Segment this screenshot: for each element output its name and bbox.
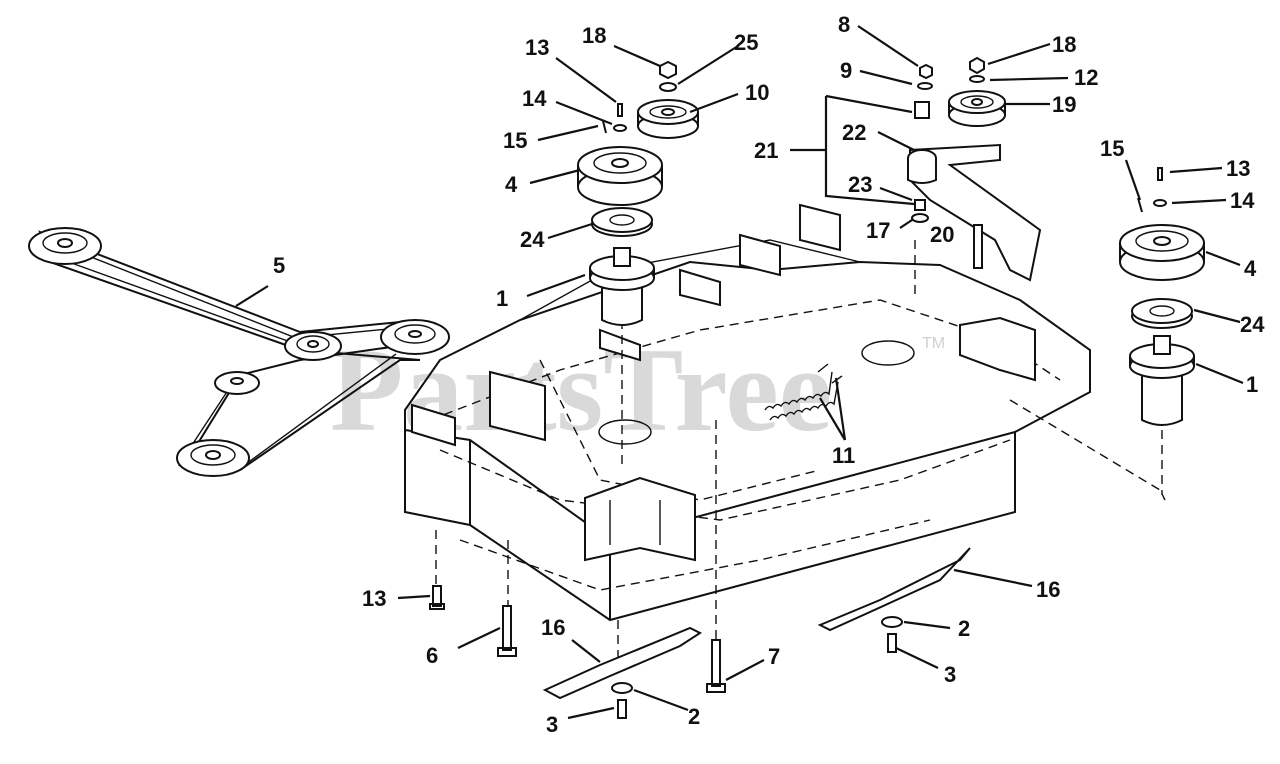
watermark-tm: TM	[922, 335, 945, 352]
spindle-hole-left	[598, 419, 652, 445]
spindle-housing-1-right	[1129, 335, 1195, 426]
callout-21: 21	[754, 138, 778, 163]
callout-18-left: 18	[582, 23, 606, 48]
leader-lines	[235, 25, 1244, 720]
callout-20: 20	[930, 222, 954, 247]
spacer-24-left	[591, 207, 653, 237]
bolt-3-right	[887, 633, 897, 653]
washer-2-left	[611, 682, 633, 694]
pulley-small-middle	[214, 371, 260, 395]
right-spindle-stack	[1119, 167, 1205, 426]
callout-2-left: 2	[688, 704, 700, 729]
bolt-13-right	[1157, 167, 1163, 181]
callout-4-right: 4	[1244, 256, 1257, 281]
callout-9: 9	[840, 58, 852, 83]
spindle-housing-1-left	[589, 247, 655, 326]
callout-1-right: 1	[1246, 372, 1258, 397]
idler-pulley-19	[948, 90, 1006, 127]
nut-18-left	[659, 60, 677, 80]
washer-9	[917, 82, 933, 90]
callout-3-left: 3	[546, 712, 558, 737]
bushing-21-top	[914, 101, 930, 119]
washer-14-right	[1153, 199, 1167, 207]
callout-1-left: 1	[496, 286, 508, 311]
key-15-right	[1137, 197, 1143, 213]
nut-8	[919, 63, 933, 80]
callout-13-right: 13	[1226, 156, 1250, 181]
drive-belt-assembly	[28, 227, 450, 477]
callout-22: 22	[842, 120, 866, 145]
spindle-pulley-4-left	[577, 146, 663, 206]
washer-14-left	[613, 124, 627, 132]
callout-16-right: 16	[1036, 577, 1060, 602]
callout-12: 12	[1074, 65, 1098, 90]
blade-16-left	[542, 626, 703, 700]
callout-13-top: 13	[525, 35, 549, 60]
callout-2-right: 2	[958, 616, 970, 641]
nut-18-right	[969, 56, 985, 75]
lower-hardware	[429, 547, 971, 719]
callout-15-left: 15	[503, 128, 527, 153]
callout-24-left: 24	[520, 227, 545, 252]
spindle-pulley-4-right	[1119, 224, 1205, 281]
callout-11: 11	[832, 443, 855, 468]
idler-arm-assembly	[907, 56, 1042, 282]
callout-10: 10	[745, 80, 769, 105]
bolt-20	[973, 224, 983, 269]
callout-19: 19	[1052, 92, 1076, 117]
bolt-6	[497, 605, 517, 657]
washer-17	[911, 213, 929, 223]
callout-23: 23	[848, 172, 872, 197]
callout-5: 5	[273, 253, 285, 278]
callout-14-right: 14	[1230, 188, 1255, 213]
deck-bracket-right	[959, 316, 1036, 382]
washer-2-right	[881, 616, 903, 628]
callout-16-left: 16	[541, 615, 565, 640]
callout-7: 7	[768, 644, 780, 669]
idler-arm-22	[909, 143, 1042, 282]
callout-labels: 18 25 13 10 14 15 4 24 1 5 8 9 21 22 23 …	[273, 12, 1265, 737]
pulley-bottom-left	[176, 439, 250, 477]
deck-bracket-center	[584, 476, 696, 562]
pulley-idler-center	[284, 331, 342, 361]
callout-13-bottom: 13	[362, 586, 386, 611]
callout-4-left: 4	[505, 172, 518, 197]
deck-bracket-left	[411, 328, 641, 447]
left-spindle-stack	[577, 60, 699, 326]
pulley-right	[380, 319, 450, 355]
key-15-left	[602, 120, 607, 134]
blade-16-right	[817, 547, 971, 632]
bolt-13-bottom	[429, 585, 445, 610]
callout-18-right: 18	[1052, 32, 1076, 57]
deck-bracket-rear	[679, 203, 841, 307]
pulley-top-left	[28, 227, 102, 265]
bolt-3-left	[617, 699, 627, 719]
callout-3-right: 3	[944, 662, 956, 687]
callout-17: 17	[866, 218, 890, 243]
callout-8: 8	[838, 12, 850, 37]
idler-pulley-10	[637, 99, 699, 139]
callout-14-left: 14	[522, 86, 547, 111]
callout-15-right: 15	[1100, 136, 1124, 161]
bolt-7	[706, 639, 726, 693]
washer-12	[969, 75, 985, 83]
mower-deck-housing	[404, 203, 1166, 660]
spindle-hole-right	[861, 340, 915, 366]
callout-6: 6	[426, 643, 438, 668]
bolt-13-top	[617, 103, 623, 117]
spacer-24-right	[1131, 298, 1193, 329]
callout-25: 25	[734, 30, 758, 55]
washer-25	[659, 82, 677, 92]
bushing-23	[914, 199, 926, 211]
callout-24-right: 24	[1240, 312, 1265, 337]
